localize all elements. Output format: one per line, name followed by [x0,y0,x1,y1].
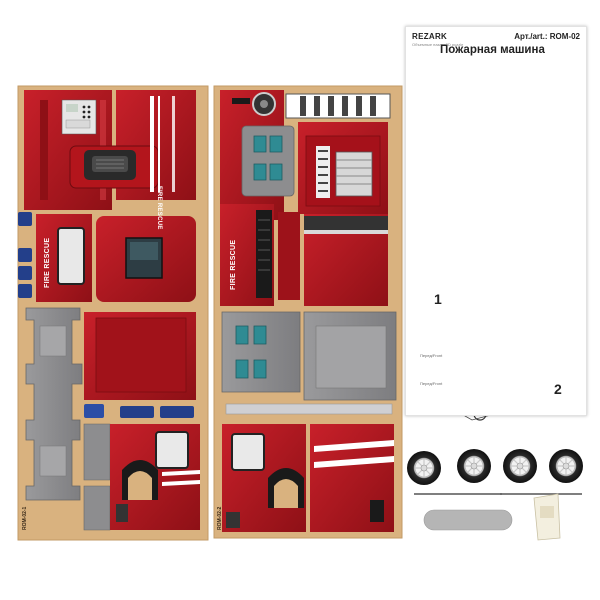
instruction-sheet: REZARK Объемные пазлы 3D puzzle Арт./art… [405,26,587,416]
middle-sheet-label: FIRE RESCUE [230,239,237,290]
left-sheet [17,85,209,541]
plastic-clip [533,493,561,541]
step-2-number: 2 [554,381,562,397]
wheel-4 [549,449,583,483]
wheel-2 [457,449,491,483]
wheel-3 [503,449,537,483]
left-sheet-label: FIRE RESCUE [44,237,51,288]
right-sheet [213,85,403,539]
model-title: Пожарная машина [440,44,545,56]
cab-side-label: FIRE RESCUE [156,186,162,230]
wheel-1 [407,451,441,485]
front-caption-2: Перед/Front [420,381,443,386]
blue-lights [18,212,32,298]
brand-subtitle: Объемные пазлы 3D puzzle [412,42,464,47]
front-caption-1: Перед/Front [420,353,443,358]
wheels [407,449,583,485]
right-sheet-code: ROM-02-2 [217,506,223,530]
step-1-number: 1 [434,291,442,307]
sanding-file [423,509,513,531]
article-number: Арт./art.: ROM-02 [514,32,580,41]
brand-logo: REZARK [412,32,448,41]
left-sheet-code: ROM-02-1 [22,506,28,530]
